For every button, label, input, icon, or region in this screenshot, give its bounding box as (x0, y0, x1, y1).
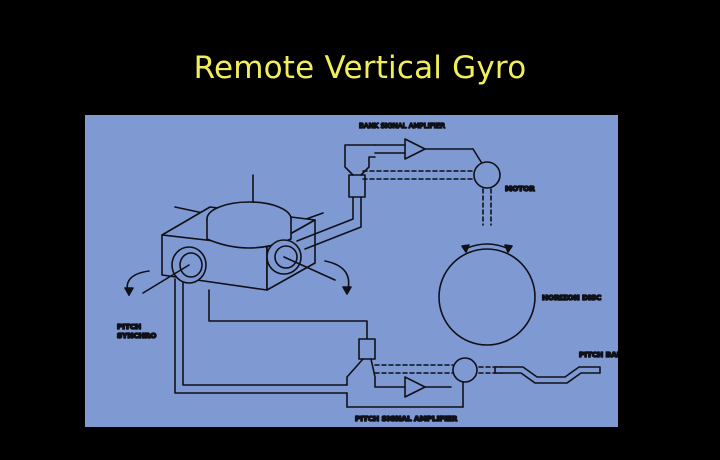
pitch-coupler (358, 338, 376, 360)
pitch-bar-shape (494, 366, 601, 384)
bank-arrowhead (342, 286, 352, 295)
pitch-synchro-label-line1: PITCH (117, 322, 141, 331)
motor-label: MOTOR (505, 184, 535, 193)
pitch-motor-circle (452, 357, 478, 383)
motor-circle (473, 161, 501, 189)
pitch-arrowhead (124, 287, 134, 296)
pitch-synchro-left-inner (179, 252, 203, 278)
bank-amplifier-triangle (404, 138, 426, 160)
bank-synchro-right-inner (274, 245, 298, 269)
pitch-amplifier-triangle (404, 376, 426, 398)
slide-title: Remote Vertical Gyro (193, 50, 527, 86)
pitch-bar-label: PITCH BAR (579, 350, 618, 359)
pitch-synchro-label-line2: SYNCHRO (117, 331, 156, 340)
pitch-axis-line (142, 264, 190, 294)
horizon-disc (438, 248, 536, 346)
bank-coupler (348, 174, 366, 198)
gyro-axis-left (174, 206, 204, 214)
bank-signal-amplifier-label: BANK SIGNAL AMPLIFIER (359, 122, 445, 130)
pitch-wires (174, 278, 464, 408)
disc-arrowhead-right (504, 244, 513, 253)
disc-arrowhead-left (461, 244, 470, 253)
horizon-disc-label: HORIZON DISC (542, 293, 601, 302)
bank-wires (296, 138, 484, 250)
pitch-signal-amplifier-label: PITCH SIGNAL AMPLIFIER (355, 414, 458, 423)
gyro-housing (124, 174, 352, 296)
bank-axis-line (283, 256, 336, 281)
gyro-diagram-panel: BANK SIGNAL AMPLIFIER MOTOR HORIZON DISC… (85, 115, 618, 427)
gyro-diagram: BANK SIGNAL AMPLIFIER MOTOR HORIZON DISC… (116, 121, 618, 424)
